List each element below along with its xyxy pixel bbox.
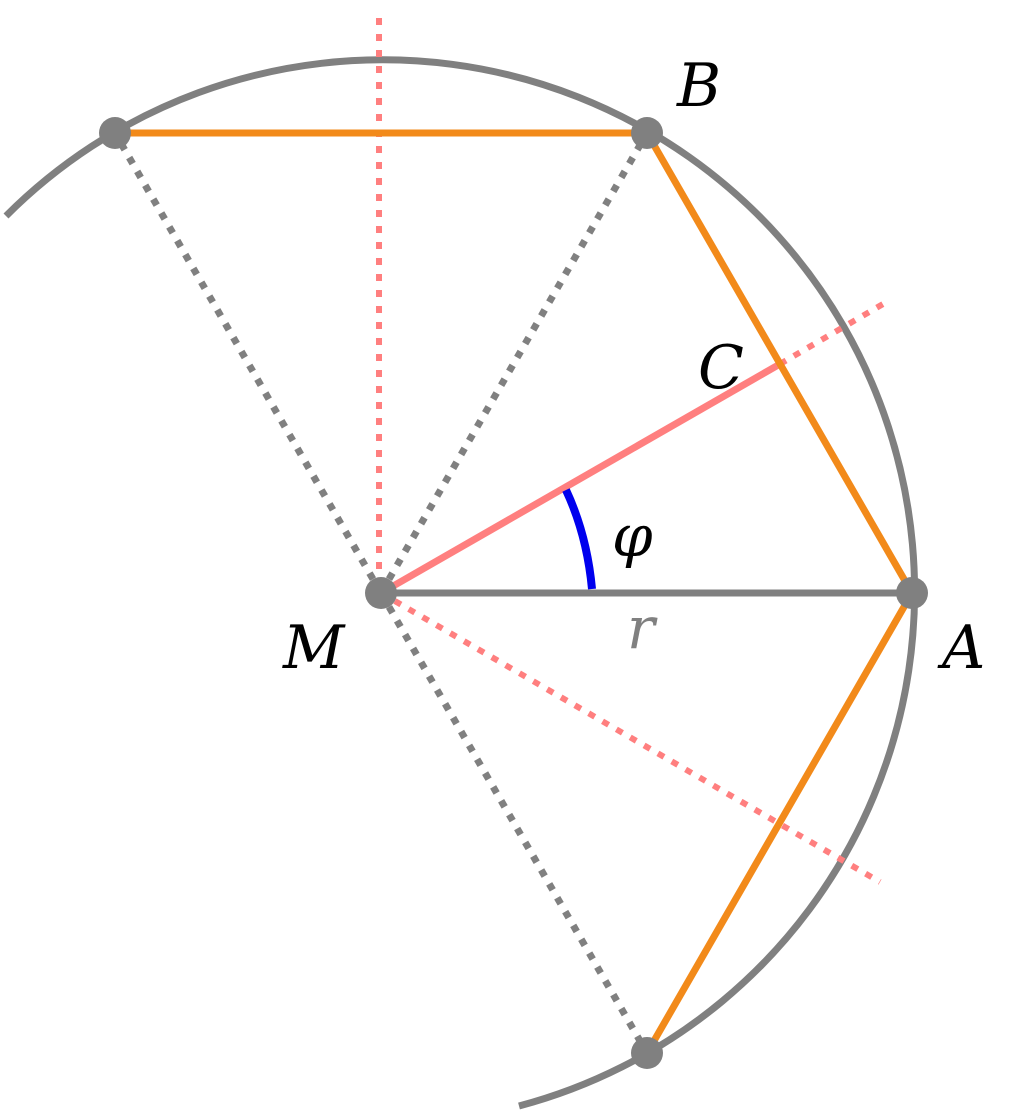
point-b (631, 117, 663, 149)
label-c: C (698, 333, 744, 403)
label-b: B (676, 51, 721, 121)
radius-dotted-lower (377, 591, 651, 1055)
label-r: r (627, 594, 658, 662)
label-m: M (282, 613, 346, 683)
point-a (896, 577, 928, 609)
bisector-dotted-upper-extension (778, 301, 885, 367)
point-m (365, 577, 397, 609)
bisector-dotted-lower (379, 590, 882, 885)
radius-dotted-mb (377, 131, 651, 595)
point-upper-left (99, 117, 131, 149)
radius-dotted-upper-left (111, 131, 385, 595)
point-lower (631, 1037, 663, 1069)
chord-a-lower (643, 591, 916, 1055)
segment-mc (379, 360, 782, 597)
chord-ba (643, 131, 916, 595)
label-phi: φ (612, 502, 653, 570)
label-a: A (937, 613, 985, 683)
angle-phi-arc (562, 488, 596, 590)
circle-arc (3, 56, 918, 1110)
